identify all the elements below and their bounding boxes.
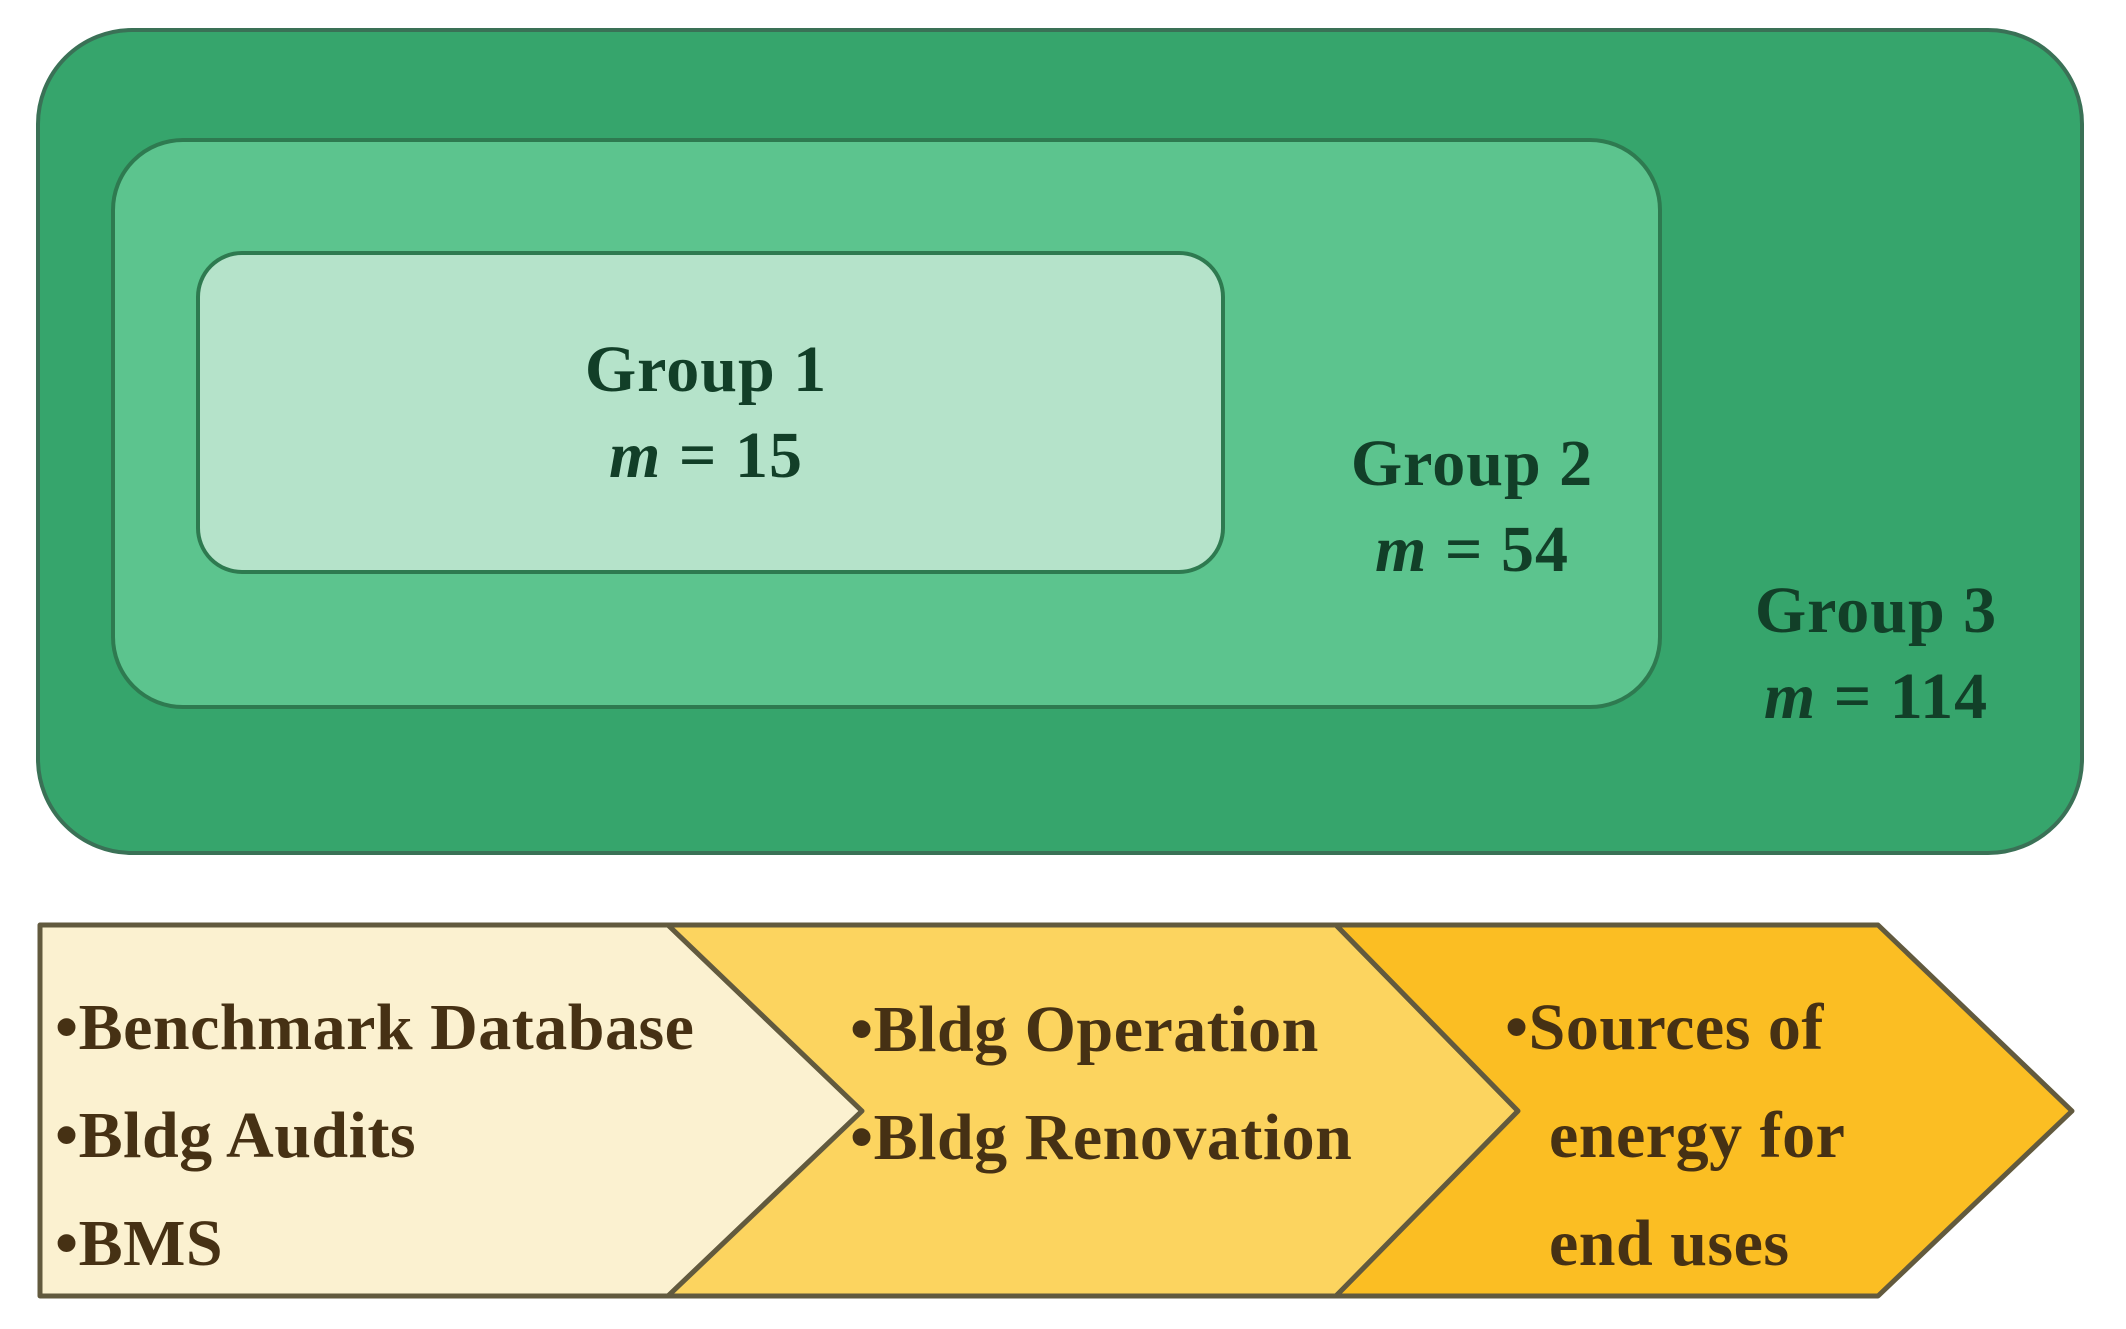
group3-count: m = 114 <box>1576 654 2126 740</box>
group2-m-value: = 54 <box>1427 513 1569 586</box>
group2-label-block: Group 2 m = 54 <box>1172 421 1772 593</box>
step3-chevron <box>1333 922 2075 1299</box>
group1-label-block: Group 1 m = 15 <box>406 327 1006 499</box>
step3-item-list: •Sources of energy for end uses <box>1505 974 1845 1298</box>
group2-title: Group 2 <box>1350 427 1594 500</box>
group2-m-symbol: m <box>1375 513 1428 586</box>
step1-item: •Bldg Audits <box>55 1099 417 1172</box>
step1-item-list: •Benchmark Database •Bldg Audits •BMS <box>55 974 694 1298</box>
group1-title: Group 1 <box>584 333 828 406</box>
step2-item: •Bldg Operation <box>850 993 1319 1066</box>
step3-item: energy for <box>1549 1099 1846 1172</box>
group3-title: Group 3 <box>1754 574 1998 647</box>
group3-m-value: = 114 <box>1816 660 1989 733</box>
step2-item: •Bldg Renovation <box>850 1101 1353 1174</box>
group3-m-symbol: m <box>1763 660 1817 733</box>
group2-count: m = 54 <box>1172 507 1772 593</box>
step3-item: •Sources of <box>1505 991 1824 1064</box>
group3-label-block: Group 3 m = 114 <box>1576 568 2126 740</box>
step2-item-list: •Bldg Operation •Bldg Renovation <box>850 976 1352 1192</box>
group1-box <box>196 251 1225 574</box>
group1-m-value: = 15 <box>661 419 803 492</box>
step1-item: •Benchmark Database <box>55 991 695 1064</box>
step1-item: •BMS <box>55 1207 224 1280</box>
group1-m-symbol: m <box>609 419 662 492</box>
step3-item: end uses <box>1549 1207 1790 1280</box>
group1-count: m = 15 <box>406 413 1006 499</box>
